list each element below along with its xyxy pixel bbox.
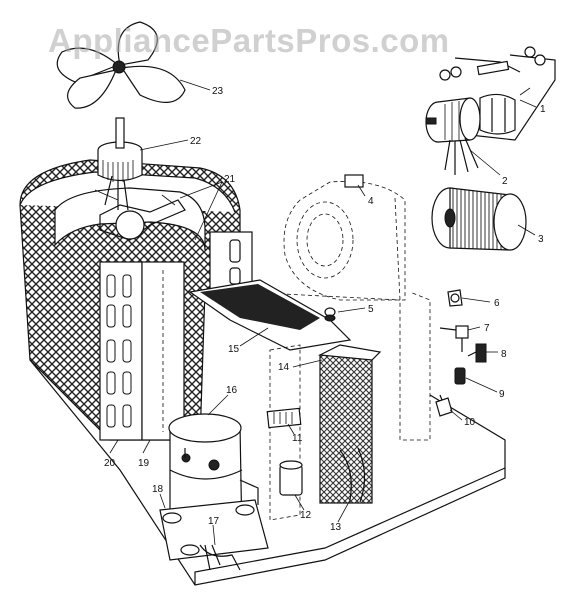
front-panel xyxy=(269,344,301,521)
blower-motor xyxy=(425,97,481,175)
evaporator-coil xyxy=(317,344,382,504)
callout-15: 15 xyxy=(228,344,240,355)
callout-23: 23 xyxy=(212,86,224,97)
callout-18: 18 xyxy=(152,484,164,495)
callout-4: 4 xyxy=(368,196,374,207)
callout-20: 20 xyxy=(104,458,116,469)
callout-13: 13 xyxy=(330,522,342,533)
limit-switch xyxy=(467,343,487,363)
fan-motor xyxy=(97,117,143,211)
relay xyxy=(439,325,469,352)
capacitor xyxy=(279,460,303,496)
sensor-clip xyxy=(454,367,466,385)
callout-22: 22 xyxy=(190,136,202,147)
callout-17: 17 xyxy=(208,516,220,527)
fan-bracket xyxy=(94,189,186,241)
blower-housing xyxy=(283,174,406,301)
callout-6: 6 xyxy=(494,298,500,309)
leader-lines xyxy=(109,79,537,546)
callout-21: 21 xyxy=(224,174,236,185)
control-box xyxy=(188,279,352,351)
callout-labels: 1 2 3 4 5 6 7 8 9 10 11 12 13 14 15 16 1… xyxy=(104,86,546,533)
callout-3: 3 xyxy=(538,234,544,245)
motor-mount-bracket xyxy=(439,46,556,141)
callout-11: 11 xyxy=(292,433,303,444)
callout-1: 1 xyxy=(540,104,546,115)
callout-10: 10 xyxy=(464,417,476,428)
callout-8: 8 xyxy=(501,349,507,360)
blower-wheel xyxy=(431,187,527,251)
grommet xyxy=(324,307,336,322)
compressor xyxy=(159,413,269,571)
callout-19: 19 xyxy=(138,458,150,469)
watermark: AppliancePartsPros.com xyxy=(48,22,450,59)
callout-9: 9 xyxy=(499,389,505,400)
callout-7: 7 xyxy=(484,323,490,334)
callout-14: 14 xyxy=(278,362,290,373)
callout-5: 5 xyxy=(368,304,374,315)
corner-panel-21 xyxy=(209,231,253,293)
corner-panel-20 xyxy=(99,261,143,441)
corner-panel-19 xyxy=(141,261,185,441)
callout-2: 2 xyxy=(502,176,508,187)
fan-blade xyxy=(56,21,186,109)
callout-12: 12 xyxy=(300,510,312,521)
thermal-switch xyxy=(447,289,463,307)
partition-panel xyxy=(244,197,431,441)
terminal-block xyxy=(266,407,302,429)
callout-16: 16 xyxy=(226,385,238,396)
